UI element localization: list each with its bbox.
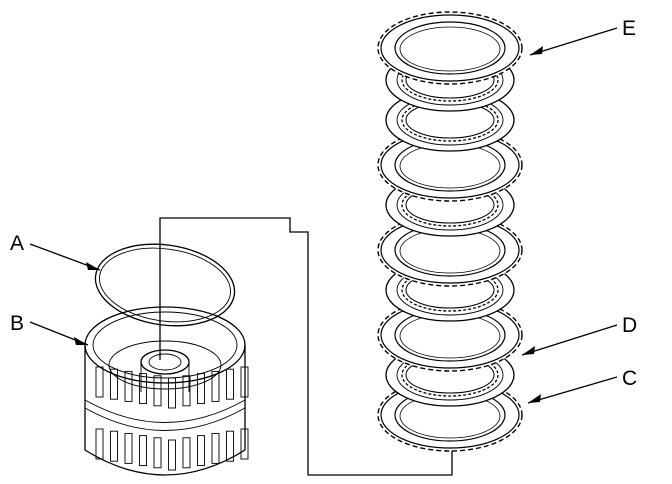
drum-spline-slot bbox=[211, 370, 220, 402]
clutch-drum bbox=[84, 306, 249, 476]
clutch-pack-top-plate bbox=[377, 11, 523, 85]
leader-line-d bbox=[521, 324, 618, 356]
callout-label-e: E bbox=[622, 17, 636, 40]
snap-ring bbox=[94, 243, 236, 327]
drum-spline-slot bbox=[197, 435, 205, 467]
arrow-head-b bbox=[74, 337, 88, 345]
clutch-pack-stack bbox=[377, 11, 523, 452]
drum-spline-slot bbox=[139, 373, 147, 405]
callout-label-a: A bbox=[10, 232, 24, 255]
callout-label-c: C bbox=[622, 367, 637, 390]
drum-spline-slot bbox=[124, 370, 133, 402]
drum-spline-slot bbox=[168, 377, 176, 409]
arrow-head-e bbox=[530, 46, 543, 55]
drum-spline-slot bbox=[182, 375, 191, 407]
arrow-head-c bbox=[528, 394, 541, 403]
drum-spline-slot bbox=[197, 373, 205, 405]
arrow-head-a bbox=[86, 262, 100, 270]
drum-spline-slot bbox=[168, 439, 176, 471]
drum-spline-slot bbox=[95, 428, 104, 460]
drum-spline-slot bbox=[110, 430, 118, 462]
drum-spline-slot bbox=[153, 375, 162, 407]
drum-spline-slot bbox=[95, 366, 104, 398]
drum-spline-slot bbox=[226, 430, 234, 462]
drum-spline-slot bbox=[110, 368, 118, 400]
assembly-guide-line bbox=[159, 217, 453, 476]
callout-label-d: D bbox=[622, 314, 637, 337]
callout-label-b: B bbox=[10, 312, 24, 335]
drum-spline-slot bbox=[182, 437, 191, 469]
drum-spline-slot bbox=[211, 432, 220, 464]
arrow-head-d bbox=[522, 346, 535, 355]
leader-line-c bbox=[527, 376, 618, 404]
drum-spline-slot bbox=[124, 432, 133, 464]
drum-spline-slot bbox=[139, 435, 147, 467]
leader-line-e bbox=[529, 27, 618, 56]
drum-spline-slot bbox=[240, 428, 249, 460]
drum-spline-slot bbox=[153, 437, 162, 469]
drum-spline-slot bbox=[226, 368, 234, 400]
drum-spline-slot bbox=[240, 366, 249, 398]
